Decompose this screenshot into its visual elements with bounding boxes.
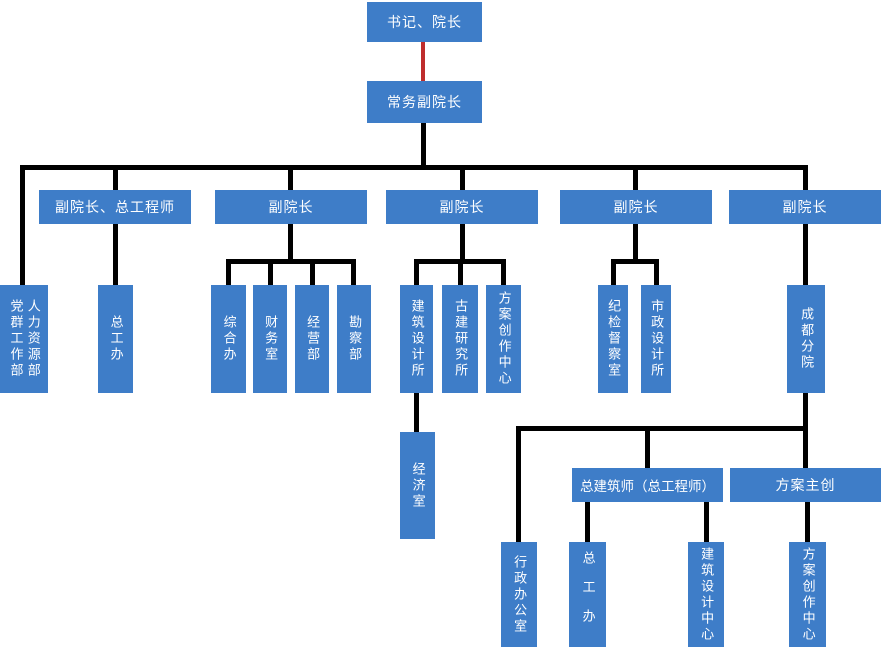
connector-archinst-economy (414, 393, 419, 432)
connector-vpce-chief-eng-office (113, 224, 118, 285)
node-survey-dept: 勘察部 (337, 285, 371, 393)
connector-vp4-bar (611, 259, 659, 264)
connector-chengdu-bar (516, 426, 808, 431)
connector-drop-scheme-center (501, 262, 506, 285)
connector-drop-cd-arch-center (704, 502, 709, 542)
node-economy-office: 经济室 (400, 432, 435, 539)
node-vp-chief-engineer: 副院长、总工程师 (39, 190, 191, 224)
node-business-dept: 经营部 (295, 285, 329, 393)
connector-drop-vp4 (633, 168, 638, 191)
connector-drop-vp2 (288, 168, 293, 191)
connector-drop-vp-chief-engineer (113, 168, 118, 191)
node-vp-5: 副院长 (729, 190, 881, 224)
connector-drop-general-affairs (226, 262, 231, 285)
node-general-affairs-office: 综合办 (211, 285, 246, 393)
connector-drop-arch-design (414, 262, 419, 285)
connector-vp2-bar (226, 259, 356, 264)
connector-drop-finance (268, 262, 273, 285)
connector-drop-party-hr (20, 165, 25, 285)
node-hr-dept: 人力资源部 (25, 299, 41, 379)
connector-drop-ancient-arch (458, 262, 463, 285)
node-party-hr-group: 党群工作部 人力资源部 (0, 285, 48, 393)
connector-vp2-stem (288, 224, 293, 261)
connector-exec-trunk (421, 123, 426, 167)
connector-drop-cd-scheme-center (805, 502, 810, 542)
connector-drop-survey (351, 262, 356, 285)
node-party-mass-dept: 党群工作部 (8, 299, 24, 379)
connector-chengdu-stem (803, 393, 808, 428)
node-municipal-design-institute: 市政设计所 (641, 285, 671, 393)
connector-vp5-chengdu (803, 224, 808, 285)
connector-drop-cd-scheme-lead (803, 431, 808, 468)
node-arch-design-institute: 建筑设计所 (400, 285, 433, 393)
node-cd-arch-design-center: 建筑设计中心 (688, 542, 724, 647)
connector-drop-vp5 (803, 165, 808, 191)
node-president: 书记、院长 (367, 2, 482, 42)
connector-trunk (22, 165, 808, 170)
node-finance-office: 财务室 (253, 285, 287, 393)
node-chengdu-branch: 成都分院 (787, 285, 825, 393)
connector-drop-admin-office (516, 426, 521, 542)
node-vp-4: 副院长 (560, 190, 712, 224)
connector-vp4-stem (633, 224, 638, 261)
node-discipline-inspection-office: 纪检督察室 (598, 285, 628, 393)
connector-vp3-stem (460, 224, 465, 261)
node-cd-scheme-creation-center: 方案创作中心 (789, 542, 826, 647)
connector-red-president-exec (421, 42, 425, 81)
node-cd-chief-engineer-office: 总工办 (569, 542, 606, 647)
connector-vp3-bar (414, 259, 506, 264)
node-vp-3: 副院长 (386, 190, 538, 224)
node-exec-vice-president: 常务副院长 (367, 81, 482, 123)
node-admin-office: 行政办公室 (501, 542, 537, 647)
connector-drop-municipal (654, 262, 659, 285)
node-cd-chief-architect: 总建筑师（总工程师） (572, 468, 723, 502)
node-scheme-creation-center: 方案创作中心 (486, 285, 521, 393)
node-cd-scheme-lead: 方案主创 (730, 468, 881, 502)
connector-drop-discipline (611, 262, 616, 285)
node-chief-engineer-office: 总工办 (98, 285, 133, 393)
node-vp-2: 副院长 (215, 190, 367, 224)
connector-drop-vp3 (460, 168, 465, 191)
node-ancient-arch-institute: 古建研究所 (442, 285, 478, 393)
connector-drop-cd-chief-architect (645, 431, 650, 468)
connector-drop-business (310, 262, 315, 285)
connector-drop-cd-chief-eng-office (585, 502, 590, 542)
